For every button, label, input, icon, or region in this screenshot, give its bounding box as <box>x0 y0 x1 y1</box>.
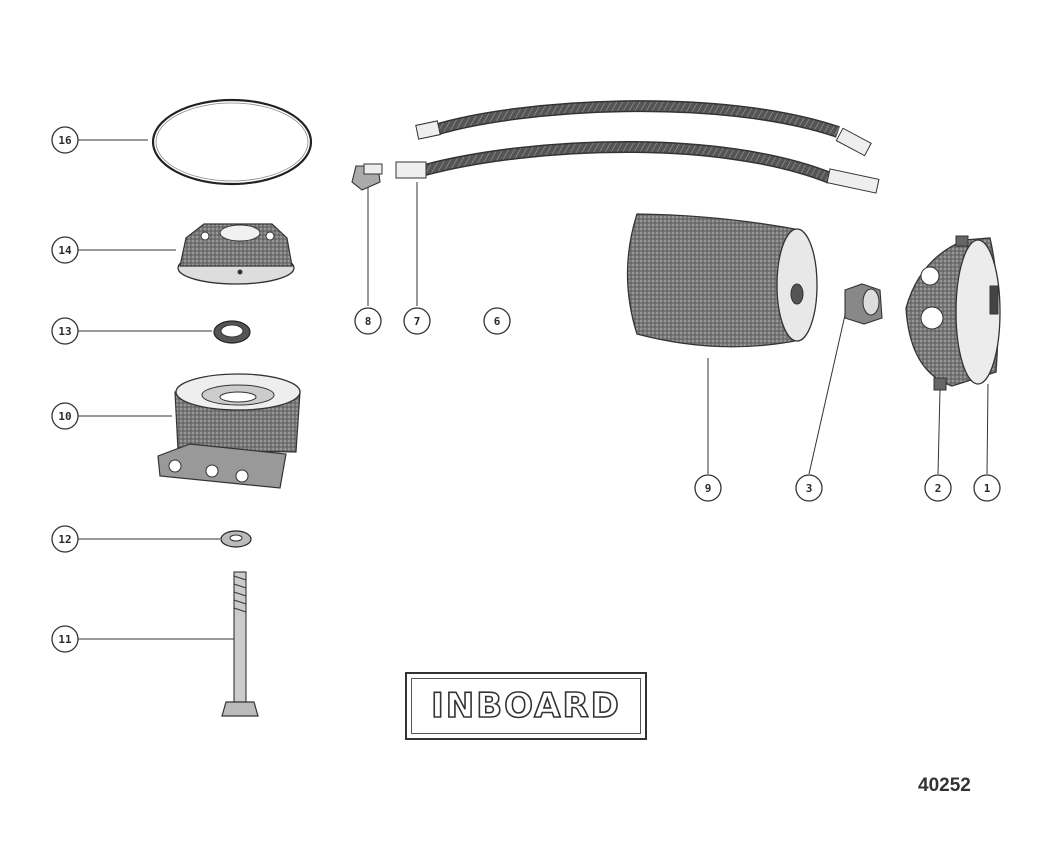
part-3-nipple <box>844 283 883 325</box>
part-9-filter-element <box>626 213 818 348</box>
part-10-filter-base <box>157 373 301 489</box>
callout-14: 14 <box>51 236 79 264</box>
inboard-badge-label: INBOARD <box>411 678 641 734</box>
callout-9: 9 <box>694 474 722 502</box>
callout-16-label: 16 <box>58 134 72 147</box>
callout-16: 16 <box>51 126 79 154</box>
part-6-7-hoses <box>395 100 880 194</box>
part-11-bolt <box>221 571 259 717</box>
callout-8-label: 8 <box>365 315 372 328</box>
leader-lines <box>78 139 989 640</box>
callout-8: 8 <box>354 307 382 335</box>
callout-10-label: 10 <box>58 410 71 423</box>
figure-number: 40252 <box>918 775 971 796</box>
callout-14-label: 14 <box>58 244 72 257</box>
part-8-elbow-fitting <box>351 163 383 191</box>
callout-12: 12 <box>51 525 79 553</box>
callout-6: 6 <box>483 307 511 335</box>
callout-11-label: 11 <box>58 633 72 646</box>
callout-7-label: 7 <box>414 315 421 328</box>
part-13-gasket <box>213 320 251 344</box>
callout-12-label: 12 <box>58 533 71 546</box>
callout-2-label: 2 <box>935 482 942 495</box>
callout-3-label: 3 <box>806 482 813 495</box>
part-14-adapter <box>177 223 295 285</box>
part-1-2-adapter-housing <box>905 235 1001 391</box>
callout-11: 11 <box>51 625 79 653</box>
part-16-seal-ring <box>151 98 313 186</box>
callout-3: 3 <box>795 474 823 502</box>
callout-1-label: 1 <box>984 482 991 495</box>
callout-6-label: 6 <box>494 315 501 328</box>
callout-13: 13 <box>51 317 79 345</box>
inboard-badge: INBOARD <box>405 672 647 740</box>
callout-2: 2 <box>924 474 952 502</box>
callout-9-label: 9 <box>705 482 712 495</box>
callout-10: 10 <box>51 402 79 430</box>
callout-7: 7 <box>403 307 431 335</box>
callout-13-label: 13 <box>58 325 71 338</box>
part-12-washer <box>220 530 252 548</box>
callout-1: 1 <box>973 474 1001 502</box>
